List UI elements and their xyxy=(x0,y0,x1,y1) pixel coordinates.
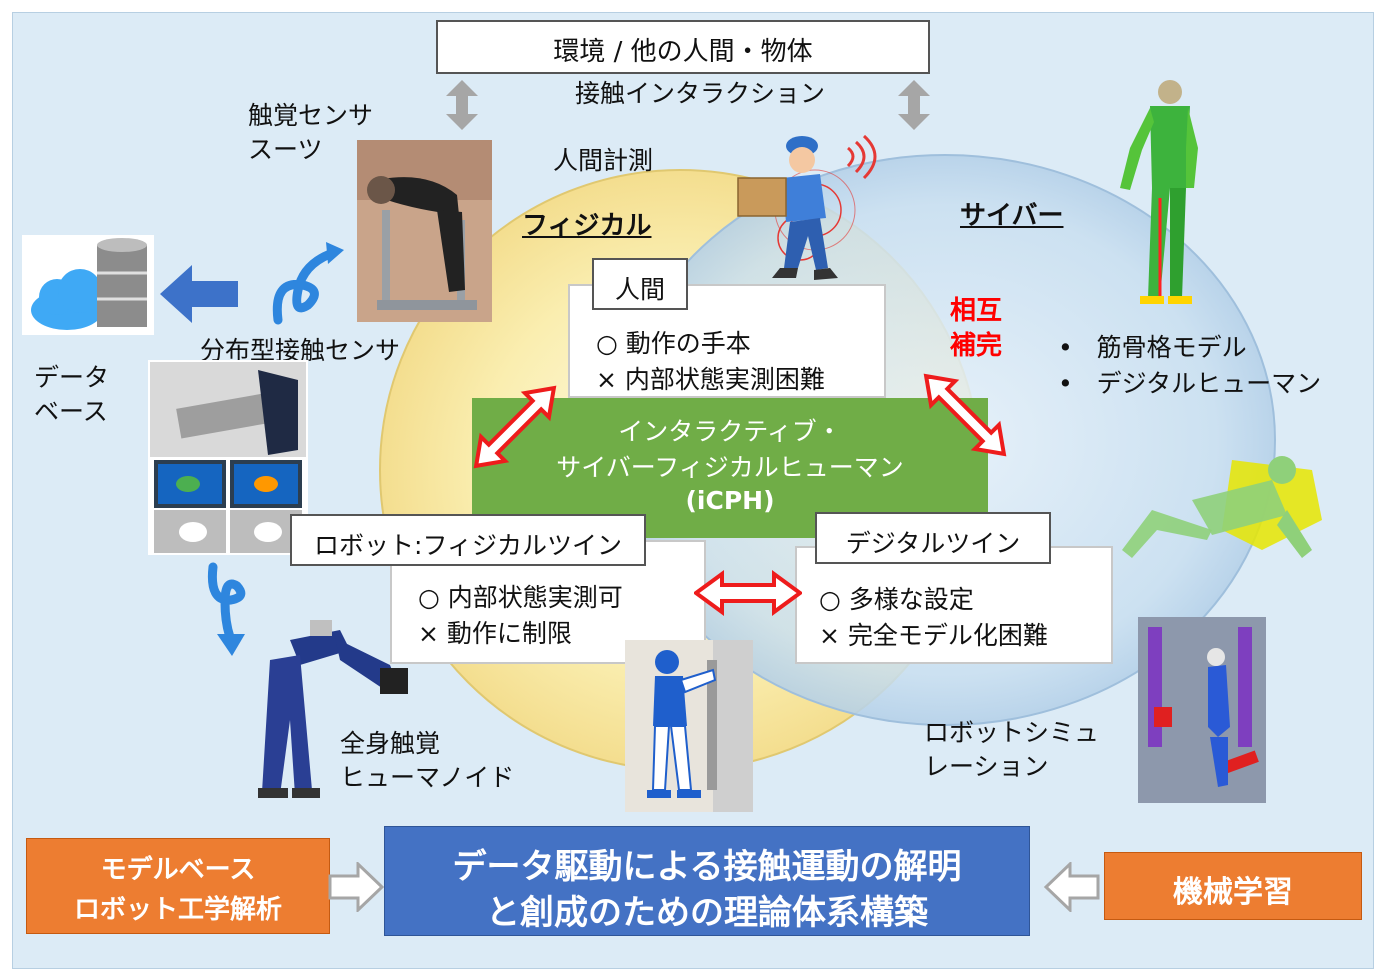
robot-sim-label-line2: レーション xyxy=(924,752,1049,781)
digital-twin-title: デジタルツイン xyxy=(845,529,1021,558)
icph-line1: インタラクティブ・ xyxy=(618,417,842,446)
left-arrow-to-database xyxy=(160,265,238,323)
physical-twin-line2: × 動作に制限 xyxy=(418,619,572,648)
cyber-title: サイバー xyxy=(960,201,1064,231)
physical-twin-title-box: ロボット:フィジカルツイン xyxy=(290,514,646,566)
main-theory-box: データ駆動による接触運動の解明 と創成のための理論体系構築 xyxy=(384,826,1030,936)
tactile-suit-photo xyxy=(357,140,492,322)
tactile-suit-label-line2: スーツ xyxy=(248,135,323,164)
worker-illustration xyxy=(737,134,877,280)
cyber-bullet-1-text: 筋骨格モデル xyxy=(1096,333,1247,362)
environment-box: 環境 / 他の人間・物体 xyxy=(436,20,930,74)
cyber-bullet-2: • デジタルヒューマン xyxy=(1058,369,1322,398)
humanoid-robot-image xyxy=(258,620,408,798)
mutual-label-line2: 補完 xyxy=(950,331,1003,361)
human-measurement-label: 人間計測 xyxy=(553,146,654,175)
tactile-suit-label-line1: 触覚センサ xyxy=(248,101,374,130)
curly-arrow-up xyxy=(272,242,344,325)
digital-twin-line2: × 完全モデル化困難 xyxy=(819,621,1048,650)
model-based-line2: ロボット工学解析 xyxy=(73,895,282,925)
digital-human-image xyxy=(1122,456,1322,558)
main-theory-line2: と創成のための理論体系構築 xyxy=(486,893,928,933)
double-arrow-human-digital xyxy=(923,373,1007,457)
machine-learning-box: 機械学習 xyxy=(1104,852,1362,920)
digital-twin-box: ○ 多様な設定 × 完全モデル化困難 xyxy=(795,546,1113,664)
robot-simulation-image xyxy=(1138,617,1266,803)
database-cloud-icon xyxy=(22,235,154,335)
humanoid-label-line1: 全身触覚 xyxy=(340,729,441,758)
icph-line3: (iCPH) xyxy=(685,486,775,515)
digital-twin-title-box: デジタルツイン xyxy=(815,512,1051,564)
model-based-line1: モデルベース xyxy=(100,855,256,885)
musculoskeletal-model-image xyxy=(1120,80,1198,304)
physical-twin-robot-photo xyxy=(625,640,753,812)
contact-interaction-label: 接触インタラクション xyxy=(575,79,826,108)
curly-arrow-down xyxy=(207,562,246,656)
double-arrow-physical-digital xyxy=(694,570,802,616)
database-label-line2: ベース xyxy=(34,397,108,426)
distributed-sensor-photos xyxy=(148,360,308,555)
human-title: 人間 xyxy=(614,275,665,304)
vertical-double-arrow-right xyxy=(898,80,930,130)
model-based-box: モデルベース ロボット工学解析 xyxy=(26,838,330,934)
gray-arrow-left xyxy=(1043,862,1100,912)
double-arrow-human-robot xyxy=(473,385,557,469)
physical-twin-title: ロボット:フィジカルツイン xyxy=(314,531,622,560)
human-title-box: 人間 xyxy=(592,258,688,310)
machine-learning-label: 機械学習 xyxy=(1173,875,1293,910)
cyber-bullet-2-text: デジタルヒューマン xyxy=(1096,369,1322,398)
physical-title: フィジカル xyxy=(522,211,652,241)
physical-twin-line1: ○ 内部状態実測可 xyxy=(418,583,623,612)
environment-label: 環境 / 他の人間・物体 xyxy=(553,37,813,67)
cyber-bullet-1: • 筋骨格モデル xyxy=(1058,333,1247,362)
database-label-line1: データ xyxy=(34,363,110,392)
humanoid-label-line2: ヒューマノイド xyxy=(340,763,515,792)
gray-arrow-right xyxy=(328,862,384,912)
vertical-double-arrow-left xyxy=(446,80,478,130)
robot-sim-label-line1: ロボットシミュ xyxy=(924,718,1100,747)
icph-line2: サイバーフィジカルヒューマン xyxy=(556,453,904,482)
mutual-label-line1: 相互 xyxy=(950,296,1003,326)
human-line2: × 内部状態実測困難 xyxy=(596,365,825,394)
human-line1: ○ 動作の手本 xyxy=(596,329,751,358)
main-theory-line1: データ駆動による接触運動の解明 xyxy=(452,847,962,887)
digital-twin-line1: ○ 多様な設定 xyxy=(819,585,974,614)
